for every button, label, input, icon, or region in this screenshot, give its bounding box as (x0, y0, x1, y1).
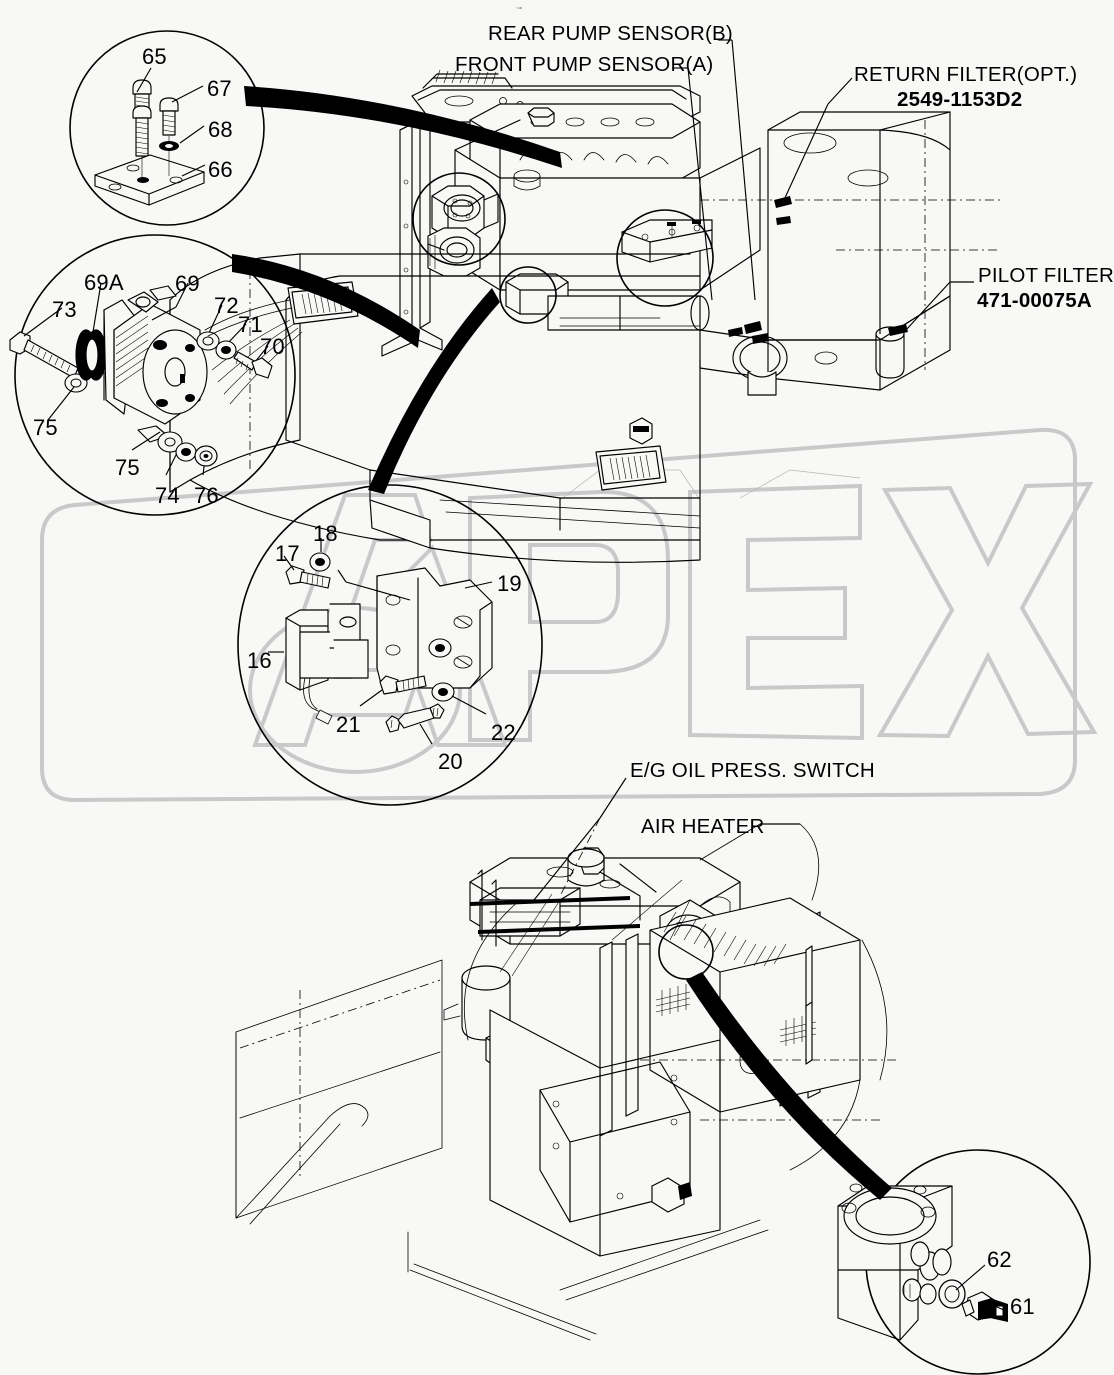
pump-sensor-zoom-circle (412, 172, 506, 266)
caption-return-filter: RETURN FILTER(OPT.) (854, 63, 1078, 86)
item-number-61: 61 (1010, 1294, 1035, 1319)
eg-switch-dash-leader (559, 817, 601, 897)
item-number-73: 73 (52, 297, 77, 322)
lower-machine-assembly (235, 847, 900, 1341)
air-heater-leader (699, 823, 820, 901)
item-number-75-bottom: 75 (115, 455, 140, 480)
detail-circle-water-pump-switch (837, 1149, 1091, 1375)
return-filter-zoom-circle (616, 209, 714, 307)
item-number-76: 76 (194, 483, 219, 508)
detail-circle-alternator (9, 234, 296, 516)
connector-ribbons (232, 86, 892, 1200)
stray-artifact-mark: ~= (516, 6, 523, 12)
caption-leaders-lower (533, 777, 800, 901)
watermark-apex (40, 427, 1098, 803)
caption-pilot-filter: PILOT FILTER (978, 264, 1114, 287)
item-number-67: 67 (207, 76, 232, 101)
oil-switch-zoom-circle (499, 266, 557, 324)
detail-circle-bracket-plate (69, 30, 265, 226)
item-number-20: 20 (438, 749, 463, 774)
caption-eg-oil-press-switch: E/G OIL PRESS. SWITCH (630, 759, 875, 782)
caption-air-heater: AIR HEATER (641, 815, 765, 838)
caption-rear-pump-sensor: REAR PUMP SENSOR(B) (488, 22, 733, 45)
item-number-16: 16 (247, 648, 272, 673)
item-number-17: 17 (275, 541, 300, 566)
item-number-70: 70 (260, 334, 285, 359)
upper-machine-assembly (169, 69, 1000, 563)
item-number-66: 66 (208, 157, 233, 182)
item-number-72: 72 (214, 293, 239, 318)
item-number-65: 65 (142, 44, 167, 69)
item-number-18: 18 (313, 521, 338, 546)
item-number-71: 71 (238, 312, 263, 337)
item-number-19: 19 (497, 571, 522, 596)
item-number-62: 62 (987, 1247, 1012, 1272)
caption-front-pump-sensor: FRONT PUMP SENSOR(A) (455, 53, 714, 76)
caption-leaders-top (673, 39, 974, 331)
air-heater-zoom-circle (658, 924, 714, 980)
item-number-69: 69 (175, 271, 200, 296)
item-number-75-left: 75 (33, 415, 58, 440)
item-number-22: 22 (491, 720, 516, 745)
item-number-68: 68 (208, 117, 233, 142)
caption-return-filter-part-number: 2549-1153D2 (897, 88, 1023, 111)
caption-pilot-filter-part-number: 471-00075A (977, 289, 1092, 312)
item-number-74: 74 (155, 483, 180, 508)
item-number-69A: 69A (84, 270, 124, 295)
detail-circle-oil-press-switch (237, 484, 543, 806)
item-number-21: 21 (336, 712, 361, 737)
